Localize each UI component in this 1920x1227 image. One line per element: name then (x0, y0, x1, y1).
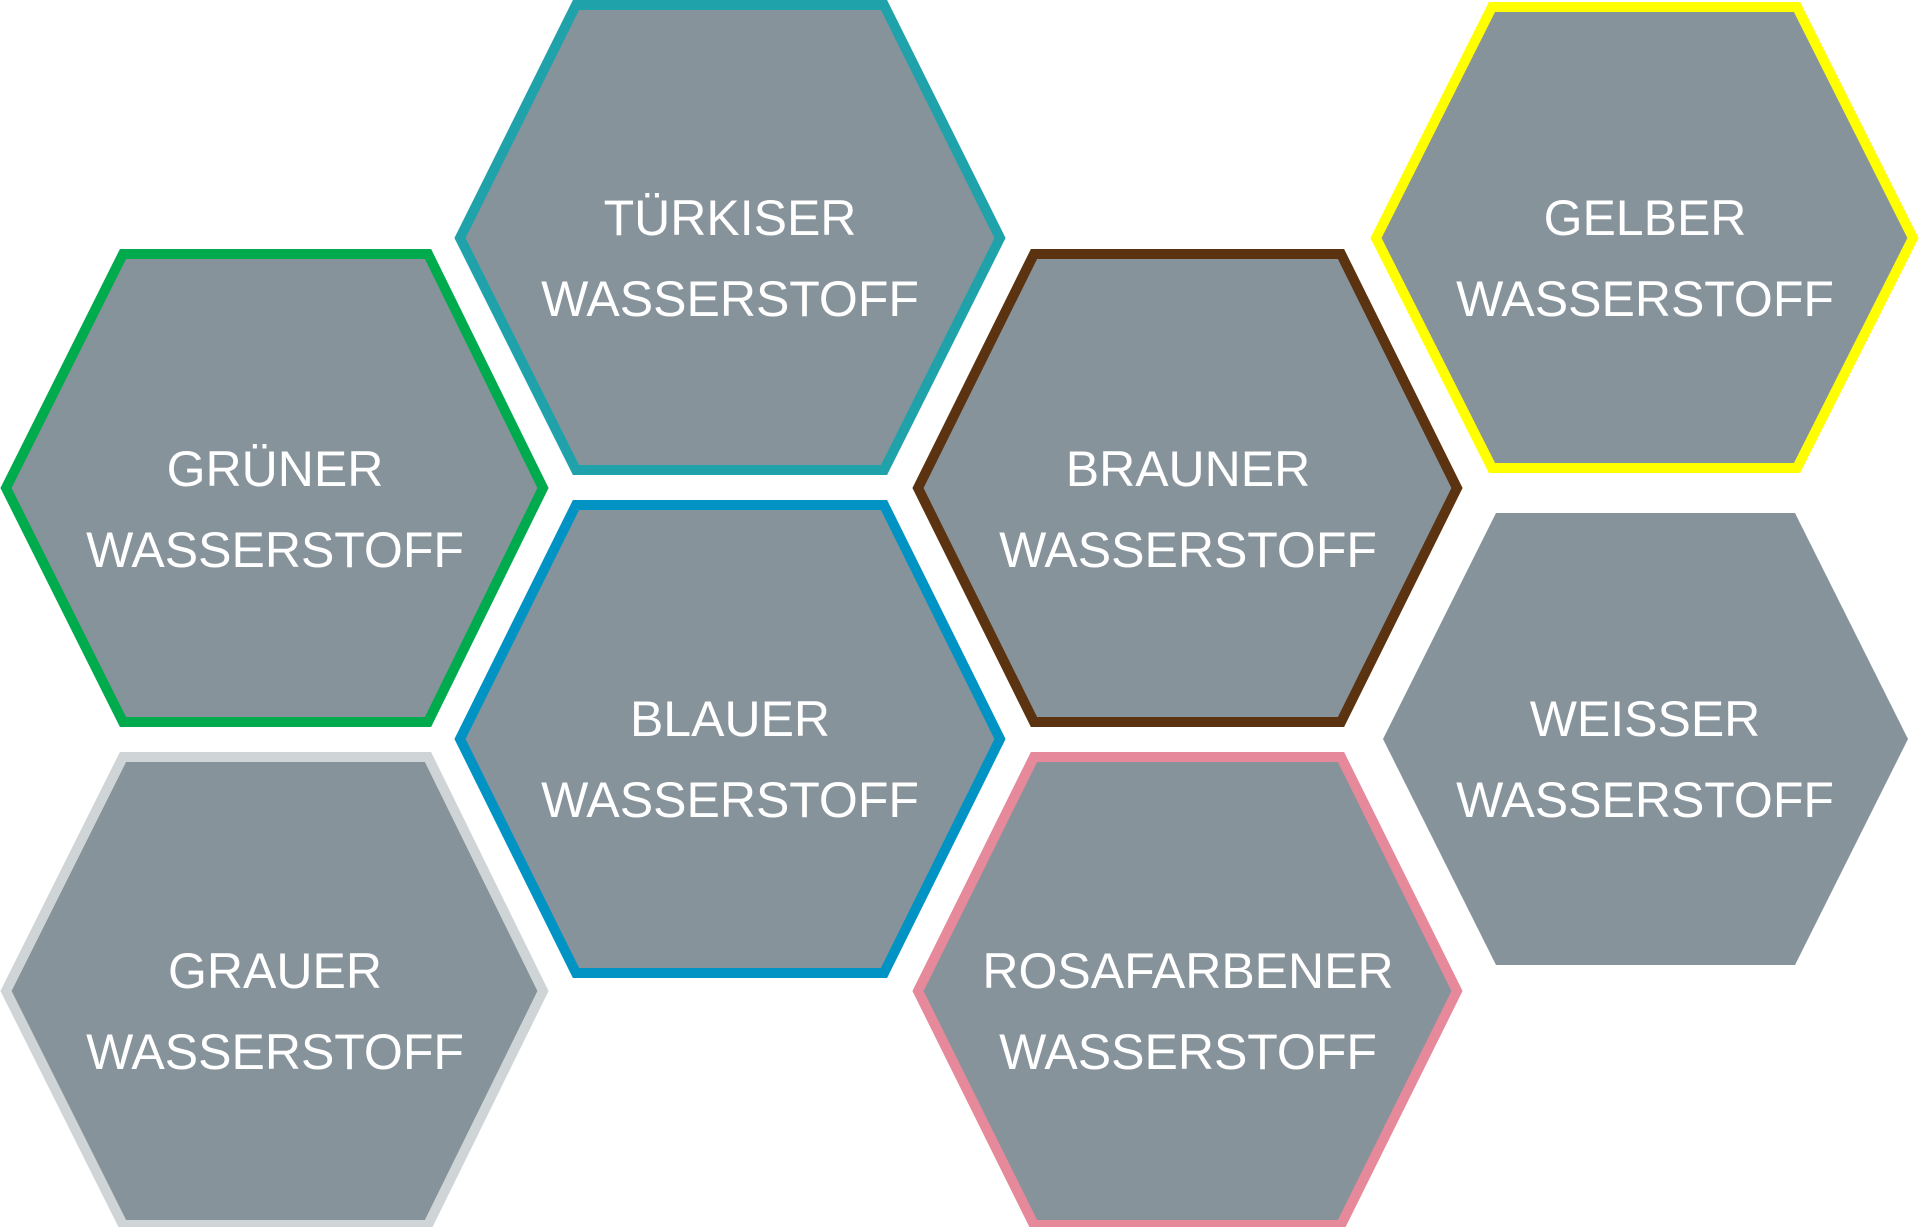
hex-shape-blauer (454, 500, 1006, 978)
hex-rosafarbener: ROSAFARBENER WASSERSTOFF (912, 752, 1463, 1227)
hex-label-line1-blauer: BLAUER (630, 691, 830, 747)
hex-shape-weisser (1383, 513, 1908, 965)
hex-brauner: BRAUNER WASSERSTOFF (912, 249, 1463, 727)
hex-label-line2-rosafarbener: WASSERSTOFF (999, 1024, 1377, 1080)
hex-shape-gruener (0, 249, 549, 727)
hex-label-line2-gruener: WASSERSTOFF (86, 522, 464, 578)
hex-label-line1-tuerkiser: TÜRKISER (604, 190, 857, 246)
hex-label-line2-gelber: WASSERSTOFF (1456, 271, 1834, 327)
hex-grauer: GRAUER WASSERSTOFF (0, 752, 549, 1227)
hex-shape-grauer (0, 752, 549, 1227)
hex-label-line1-brauner: BRAUNER (1066, 441, 1310, 497)
hex-label-line1-gruener: GRÜNER (167, 441, 384, 497)
hex-label-line2-grauer: WASSERSTOFF (86, 1024, 464, 1080)
hex-label-line1-weisser: WEISSER (1530, 691, 1761, 747)
hex-shape-brauner (912, 249, 1463, 727)
hex-label-line2-blauer: WASSERSTOFF (541, 772, 919, 828)
hex-shape-tuerkiser (454, 0, 1006, 475)
hex-label-line2-tuerkiser: WASSERSTOFF (541, 271, 919, 327)
hex-blauer: BLAUER WASSERSTOFF (454, 500, 1006, 978)
hex-weisser: WEISSER WASSERSTOFF (1383, 513, 1908, 965)
hex-gelber: GELBER WASSERSTOFF (1370, 1, 1919, 473)
hex-label-line2-weisser: WASSERSTOFF (1456, 772, 1834, 828)
hex-label-line1-rosafarbener: ROSAFARBENER (982, 943, 1393, 999)
hex-shape-rosafarbener (912, 752, 1463, 1227)
hex-label-line1-gelber: GELBER (1544, 190, 1747, 246)
hex-shape-gelber (1370, 1, 1919, 473)
hex-gruener: GRÜNER WASSERSTOFF (0, 249, 549, 727)
hex-label-line2-brauner: WASSERSTOFF (999, 522, 1377, 578)
hex-label-line1-grauer: GRAUER (168, 943, 382, 999)
hex-tuerkiser: TÜRKISER WASSERSTOFF (454, 0, 1006, 475)
